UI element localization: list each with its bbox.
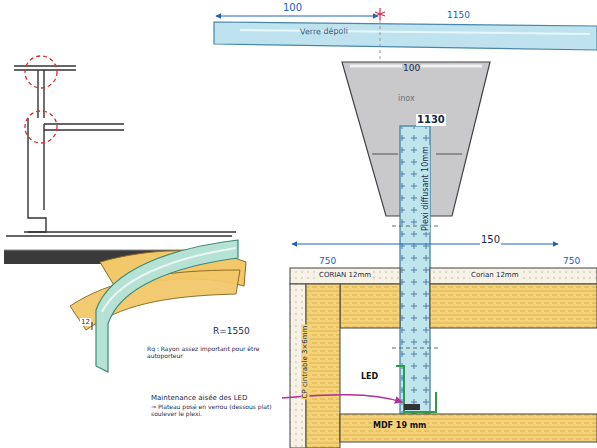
sketch-label: 150 <box>480 234 501 246</box>
sketch-label: 750 <box>562 256 581 266</box>
sketch-label: CP cintrable 3×6mm <box>301 325 309 400</box>
sketch-label: R=1550 <box>212 326 251 336</box>
sketch-label: inox <box>398 94 415 103</box>
sketch-label: Rq : Rayon assez important pour être aut… <box>146 346 278 360</box>
sketch-label: Maintenance aisée des LED <box>150 394 248 402</box>
sketch-label: 12 <box>80 318 91 326</box>
sketch-label: 100 <box>282 2 303 14</box>
sketch-label: CORIAN 12mm <box>318 271 372 279</box>
sketch-label: 100 <box>402 63 421 73</box>
sketch-label: LED <box>360 372 379 381</box>
sketch-label: 1130 <box>416 114 446 126</box>
sketch-label: ⇒ Plateau posé en verrou (dessous plat) … <box>150 404 282 418</box>
sketch-label: Plexi diffusant 10mm <box>421 145 430 232</box>
sketch-label: MDF 19 mm <box>372 421 427 430</box>
sketch-label: 750 <box>318 256 337 266</box>
sketch-label: Corian 12mm <box>470 271 520 279</box>
sketch-label: 1150 <box>446 10 471 20</box>
sketch-label: Verre dépoli <box>300 27 348 37</box>
